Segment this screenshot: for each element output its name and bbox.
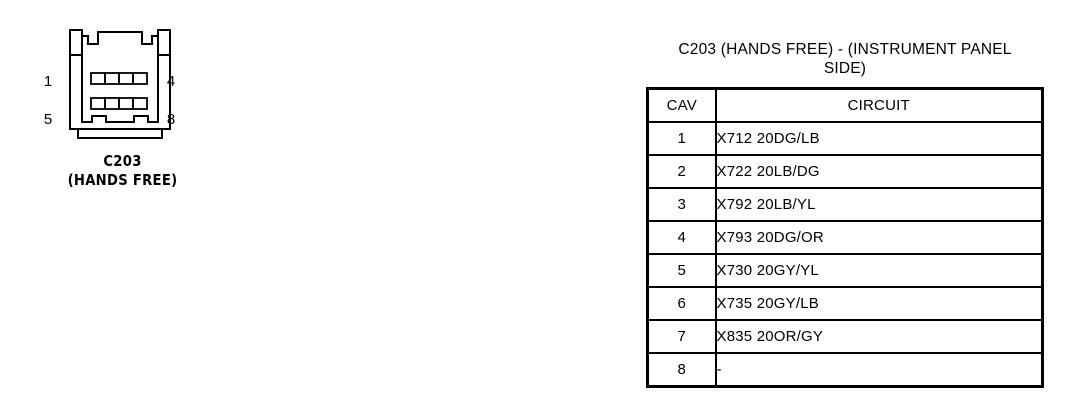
cav-value: 7 (646, 319, 717, 354)
table-row: 5 X730 20GY/YL (646, 253, 1044, 288)
pin-number-1: 1 (43, 73, 53, 90)
connector-name: C203 (103, 152, 142, 170)
circuit-value: X792 20LB/YL (714, 187, 1044, 222)
cavity-6 (104, 97, 120, 110)
table-row: 6 X735 20GY/LB (646, 286, 1044, 321)
circuit-value: - (714, 352, 1044, 388)
connector-figure: 1 5 4 8 C203 (HANDS FREE) (0, 0, 300, 220)
cav-value: 3 (646, 187, 717, 222)
bottom-keyway (81, 115, 159, 123)
cav-value: 2 (646, 154, 717, 189)
table-title: C203 (HANDS FREE) - (INSTRUMENT PANEL SI… (678, 41, 1012, 77)
cavity-4 (132, 72, 148, 85)
circuit-value: X793 20DG/OR (714, 220, 1044, 255)
connector-outline-svg (69, 29, 171, 139)
pin-number-5: 5 (43, 111, 53, 128)
cav-value: 1 (646, 121, 717, 156)
column-header-cav: CAV (646, 87, 717, 123)
body-left-outer (69, 29, 79, 139)
base-sides (77, 128, 163, 139)
cav-value: 4 (646, 220, 717, 255)
circuit-table-panel: C203 (HANDS FREE) - (INSTRUMENT PANEL SI… (646, 40, 1046, 388)
cavity-8 (132, 97, 148, 110)
cav-value: 5 (646, 253, 717, 288)
circuit-value: X730 20GY/YL (714, 253, 1044, 288)
right-rail-top (157, 29, 171, 56)
table-row: 7 X835 20OR/GY (646, 319, 1044, 354)
cavity-3 (118, 72, 134, 85)
latch-shoulder-left (81, 35, 99, 45)
latch-tab (97, 31, 143, 45)
table-row: 8 - (646, 352, 1044, 388)
connector-face-drawing (30, 22, 210, 152)
pin-number-8: 8 (166, 111, 176, 128)
cav-value: 6 (646, 286, 717, 321)
pin-number-4: 4 (166, 73, 176, 90)
table-header-row: CAV CIRCUIT (646, 87, 1044, 123)
cavity-7 (118, 97, 134, 110)
table-row: 1 X712 20DG/LB (646, 121, 1044, 156)
cav-value: 8 (646, 352, 717, 388)
table-row: 4 X793 20DG/OR (646, 220, 1044, 255)
connector-description: (HANDS FREE) (67, 171, 178, 189)
circuit-value: X712 20DG/LB (714, 121, 1044, 156)
circuit-value: X835 20OR/GY (714, 319, 1044, 354)
circuit-table-body: 1 X712 20DG/LB 2 X722 20LB/DG 3 X792 20L… (646, 121, 1044, 388)
table-row: 2 X722 20LB/DG (646, 154, 1044, 189)
latch-shoulder-right (141, 35, 159, 45)
cavity-row-upper (90, 72, 148, 85)
left-rail-top (69, 29, 83, 56)
column-header-circuit: CIRCUIT (714, 87, 1044, 123)
cavity-1 (90, 72, 106, 85)
circuit-value: X722 20LB/DG (714, 154, 1044, 189)
circuit-table: CAV CIRCUIT 1 X712 20DG/LB 2 X722 20LB/D… (646, 87, 1044, 388)
circuit-value: X735 20GY/LB (714, 286, 1044, 321)
table-row: 3 X792 20LB/YL (646, 187, 1044, 222)
cavity-5 (90, 97, 106, 110)
cavity-row-lower (90, 97, 148, 110)
cavity-2 (104, 72, 120, 85)
connector-caption: C203 (HANDS FREE) (0, 152, 245, 190)
